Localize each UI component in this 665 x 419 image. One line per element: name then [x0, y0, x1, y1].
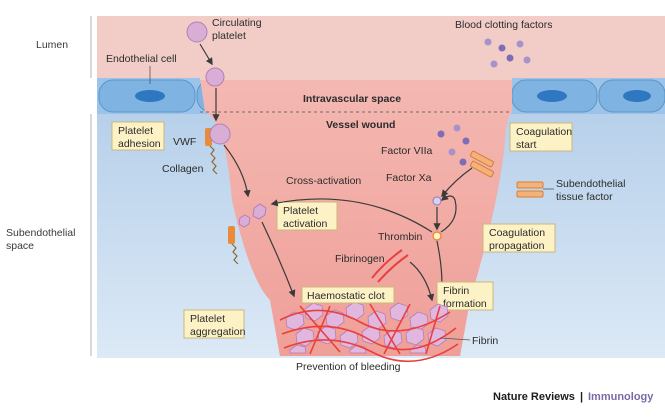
fibrinogen-label: Fibrinogen — [335, 253, 385, 265]
factor-viia-cluster — [437, 124, 470, 166]
lumen-over-wound — [200, 16, 512, 80]
clotting-factor-dot-icon — [453, 124, 461, 132]
subendothelial-label-line1: Subendothelial — [6, 227, 75, 239]
arrow-icon — [441, 167, 473, 198]
factor-viia-label: Factor VIIa — [381, 145, 433, 157]
coagulation-propagation-line2: propagation — [489, 240, 545, 252]
prevention-of-bleeding-label: Prevention of bleeding — [296, 361, 401, 373]
circulating-platelet-label-1: Circulating — [212, 17, 262, 29]
clotting-factor-dot-icon — [506, 54, 514, 62]
fibrin-formation-box — [436, 281, 494, 311]
platelet-adhesion-line2: adhesion — [118, 138, 161, 150]
platelet-icon — [186, 21, 208, 43]
collagen-fiber-icon — [231, 243, 239, 265]
fibrin-formation-line2: formation — [443, 298, 487, 310]
platelet-adhesion-line1: Platelet — [118, 125, 153, 137]
fibrin-formation-line1: Fibrin — [443, 285, 469, 297]
vessel-wound-label: Vessel wound — [326, 119, 395, 131]
clotting-factor-dot-icon — [459, 158, 467, 166]
clotting-factor-dot-icon — [490, 60, 498, 68]
platelet-activation-box — [276, 201, 338, 231]
cross-activation-label: Cross-activation — [286, 175, 361, 187]
blood-clotting-factors-label: Blood clotting factors — [455, 19, 552, 31]
circulating-platelets — [186, 21, 225, 122]
arrow-icon — [409, 261, 435, 302]
cell-nucleus — [537, 90, 567, 102]
haemostatic-clot-box — [301, 286, 395, 304]
credit-separator: | — [580, 391, 583, 403]
arrow-icon — [261, 221, 296, 298]
platelet-icon — [205, 67, 225, 87]
tissue-factor-label-2: tissue factor — [556, 191, 613, 203]
thrombin-node — [432, 231, 442, 241]
platelet-aggregation-line2: aggregation — [190, 326, 246, 338]
coagulation-propagation-box — [482, 223, 556, 253]
arrow-icon — [223, 144, 251, 198]
platelet-aggregation-box — [183, 309, 245, 339]
tissue-factor-legend — [516, 181, 554, 198]
collagen-fiber-icon — [209, 145, 218, 175]
platelet-icon — [209, 123, 231, 145]
circulating-platelet-label-2: platelet — [212, 30, 246, 42]
factor-xa-node — [432, 196, 442, 206]
subendothelial-label-line2: space — [6, 240, 34, 252]
credit-section: Immunology — [588, 391, 654, 403]
clotting-factor-dot-icon — [437, 130, 445, 138]
platelet-adhesion-box — [111, 121, 165, 151]
clotting-factor-dot-icon — [462, 137, 470, 145]
platelet-aggregation-line1: Platelet — [190, 313, 225, 325]
fibrin-label: Fibrin — [472, 335, 498, 347]
clotting-factor-dot-icon — [516, 40, 524, 48]
coagulation-propagation-line1: Coagulation — [489, 227, 545, 239]
arrow-icon — [440, 193, 457, 233]
clotting-factor-dot-icon — [523, 56, 531, 64]
arrow-icon — [199, 43, 213, 66]
fibrinogen-icon — [371, 249, 409, 283]
haemostatic-clot — [279, 301, 459, 363]
coagulation-start-line2: start — [516, 139, 537, 151]
factor-xa-label: Factor Xa — [386, 172, 432, 184]
endothelial-cell-label: Endothelial cell — [106, 53, 177, 65]
platelet-activation-line1: Platelet — [283, 205, 318, 217]
lumen-label: Lumen — [36, 39, 68, 51]
platelet-icon — [238, 214, 251, 228]
cell-nucleus — [135, 90, 165, 102]
coagulation-start-line1: Coagulation — [516, 126, 572, 138]
clotting-factor-cluster — [484, 38, 531, 68]
clotting-factor-dot-icon — [448, 148, 456, 156]
tissue-factor-icon — [470, 150, 494, 178]
haemostatic-clot-label: Haemostatic clot — [307, 290, 385, 302]
platelet-icon — [252, 203, 267, 220]
cell-nucleus — [623, 90, 651, 102]
vessel-wound — [200, 78, 512, 356]
credit-journal: Nature Reviews — [493, 391, 575, 403]
collagen-label: Collagen — [162, 163, 204, 175]
coagulation-start-box — [509, 122, 573, 152]
tissue-factor-label-1: Subendothelial — [556, 178, 625, 190]
vwf-label: VWF — [173, 136, 196, 148]
clotting-factor-dot-icon — [498, 44, 506, 52]
platelet-activation-line2: activation — [283, 218, 328, 230]
intravascular-space-label: Intravascular space — [303, 93, 401, 105]
clotting-factor-dot-icon — [484, 38, 492, 46]
arrow-icon — [270, 198, 433, 233]
vwf-icon — [228, 226, 235, 244]
thrombin-label: Thrombin — [378, 231, 423, 243]
